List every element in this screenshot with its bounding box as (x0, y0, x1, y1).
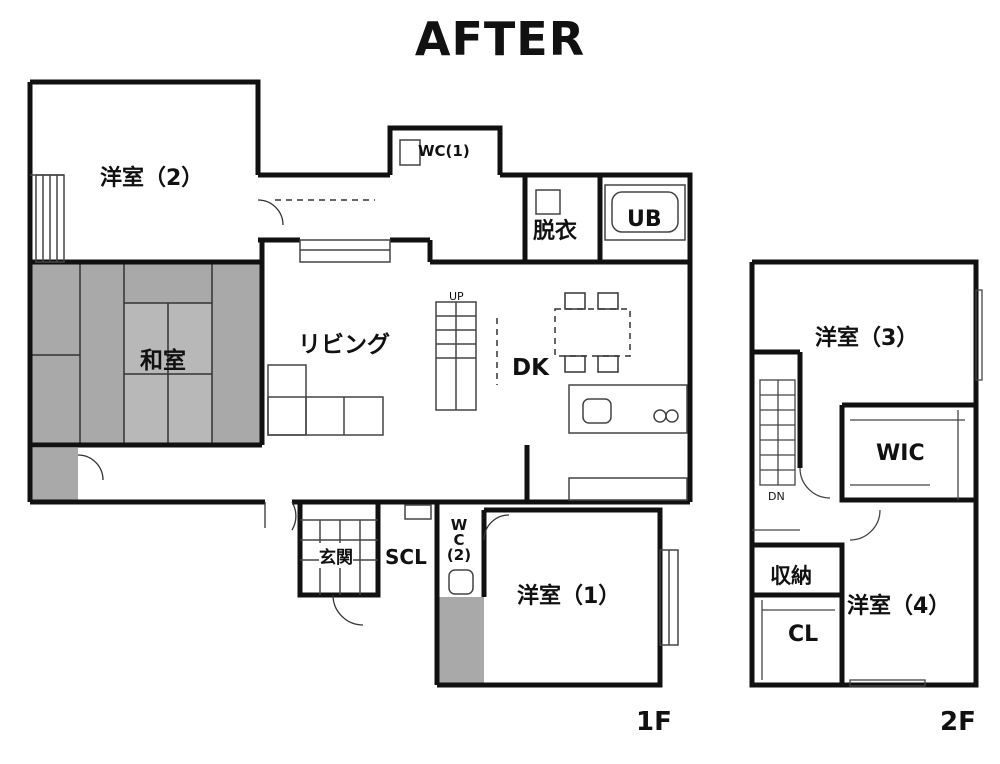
room-label-datsui: 脱衣 (533, 219, 578, 244)
room-label-shuno: 収納 (770, 564, 812, 588)
room-label-ub: UB (627, 207, 662, 232)
room-label-cl: CL (788, 622, 819, 647)
room-label-wic: WIC (876, 441, 925, 466)
room-label-western-1: 洋室（1） (517, 584, 621, 609)
door-arcs (77, 199, 510, 626)
room-label-wc-2: WC(2) (446, 516, 472, 564)
stair-dn-label: DN (768, 490, 785, 503)
chairs (564, 292, 619, 373)
room-label-genkan: 玄関 (319, 543, 353, 568)
stair-up-label: UP (449, 290, 464, 303)
furniture-dashed (275, 199, 631, 385)
room-label-western-2: 洋室（2） (100, 166, 204, 191)
walls-2f (749, 259, 979, 688)
floor-label-2f: 2F (940, 707, 976, 737)
floor-label-1f: 1F (636, 707, 672, 737)
tatami-area (29, 262, 484, 685)
interior-lines-2f (752, 289, 983, 687)
room-label-scl: SCL (385, 545, 427, 569)
room-label-washitsu: 和室 (140, 348, 186, 374)
room-label-western-4: 洋室（4） (847, 594, 951, 619)
room-label-dk: DK (512, 355, 549, 381)
room-label-living: リビング (298, 332, 390, 358)
room-label-western-3: 洋室（3） (815, 326, 919, 351)
page-title: AFTER (414, 12, 586, 66)
room-label-wc-1: WC(1) (418, 142, 470, 160)
